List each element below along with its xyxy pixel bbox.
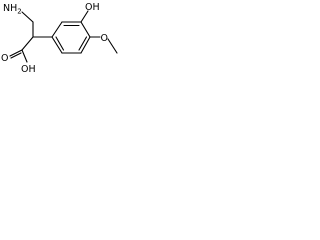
- bond-carbonyl-2: [10, 52, 22, 59]
- amine-label-main: NH: [3, 3, 17, 14]
- ring-bond-6: [51, 36, 63, 54]
- bond-lines: [9, 10, 118, 63]
- bond-methoxy-methyl: [107, 38, 118, 54]
- ring-bond-1: [51, 21, 63, 38]
- amine-label: NH2: [3, 3, 22, 16]
- structure-diagram: NH2 OH O O OH: [1, 2, 118, 75]
- amine-label-subscript: 2: [17, 8, 21, 16]
- hydroxyl-ring-label: OH: [85, 2, 100, 13]
- atom-labels: NH2 OH O O OH: [1, 2, 108, 75]
- ring-double-2: [78, 36, 88, 51]
- bond-amine-ch2: [21, 11, 34, 23]
- bond-ring-hydroxyl: [80, 10, 89, 23]
- ring-bond-4: [80, 36, 91, 54]
- bond-carbonyl-1: [9, 49, 23, 57]
- acid-hydroxyl-label: OH: [21, 64, 36, 75]
- bond-alpha-carboxyl: [21, 36, 34, 51]
- carbonyl-oxygen-label: O: [1, 53, 8, 64]
- bond-acid-oh: [21, 49, 28, 63]
- ring-bond-3: [80, 21, 91, 38]
- ring-double-3: [55, 36, 65, 51]
- methoxy-oxygen-label: O: [101, 33, 108, 44]
